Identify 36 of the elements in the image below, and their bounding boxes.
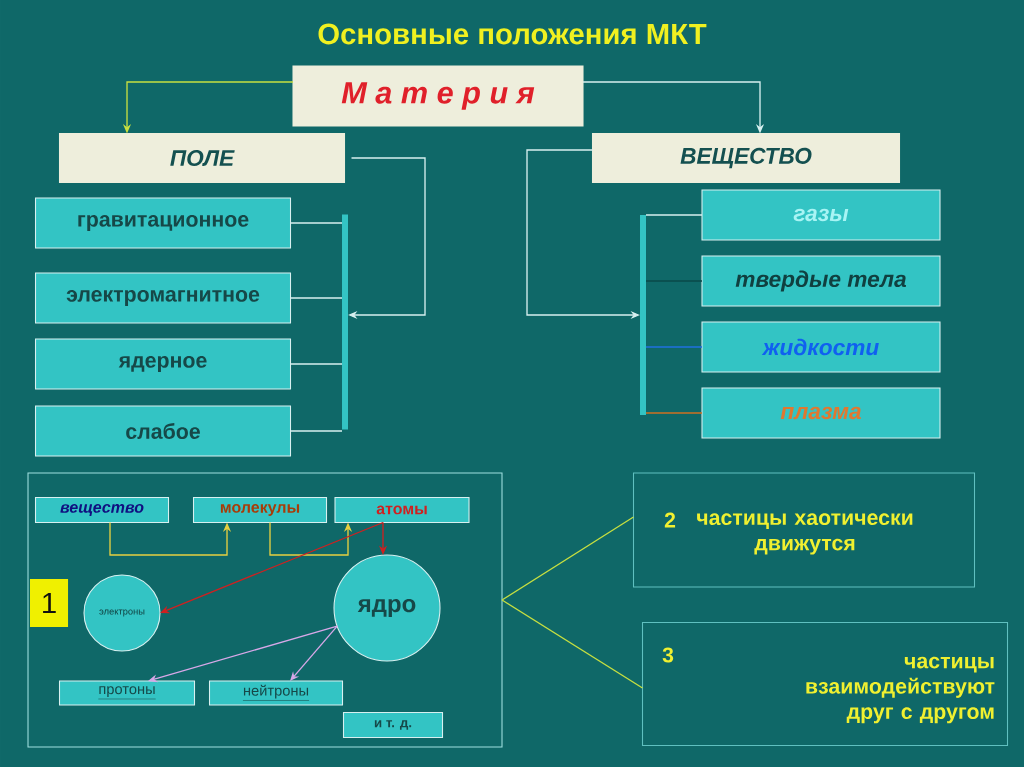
item-box: плазма (701, 387, 941, 439)
arrow (160, 521, 384, 614)
arrow (290, 625, 338, 681)
bracket-bar (342, 214, 348, 430)
connector-line (645, 346, 703, 348)
bracket-bar (640, 215, 646, 415)
arrow (148, 625, 338, 683)
group-frame (27, 472, 503, 748)
item-box: атомы (334, 496, 470, 524)
item-box: электромагнитное (34, 272, 292, 324)
category-box: ПОЛЕ (58, 132, 346, 184)
item-box: жидкости (701, 321, 941, 373)
item-box: протоны (58, 680, 196, 706)
item-box: и т. д. (342, 711, 444, 739)
number-badge: 1 (29, 578, 69, 628)
statement-box: 2 частицы хаотически движутся (632, 472, 976, 588)
slide-title: Основные положения МКТ (318, 23, 707, 45)
connector-line (289, 297, 343, 299)
connector-line (645, 214, 703, 216)
heading-box: М а т е р и я (292, 65, 584, 127)
item-box: гравитационное (34, 197, 292, 249)
connector-line (501, 599, 644, 689)
item-box: нейтроны (208, 680, 344, 706)
item-box: слабое (34, 405, 292, 457)
connector-line (645, 412, 703, 414)
connector-line (289, 363, 343, 365)
statement-box: 3 частицы взаимодействуют друг с другом (641, 621, 1009, 747)
category-box: ВЕЩЕСТВО (591, 132, 901, 184)
connector-line (501, 516, 635, 601)
item-box: твердые тела (701, 255, 941, 307)
item-box: вещество (34, 496, 170, 524)
item-box: молекулы (192, 496, 328, 524)
connector-line (289, 222, 343, 224)
item-box: ядерное (34, 338, 292, 390)
connector-line (289, 430, 343, 432)
item-box: газы (701, 189, 941, 241)
